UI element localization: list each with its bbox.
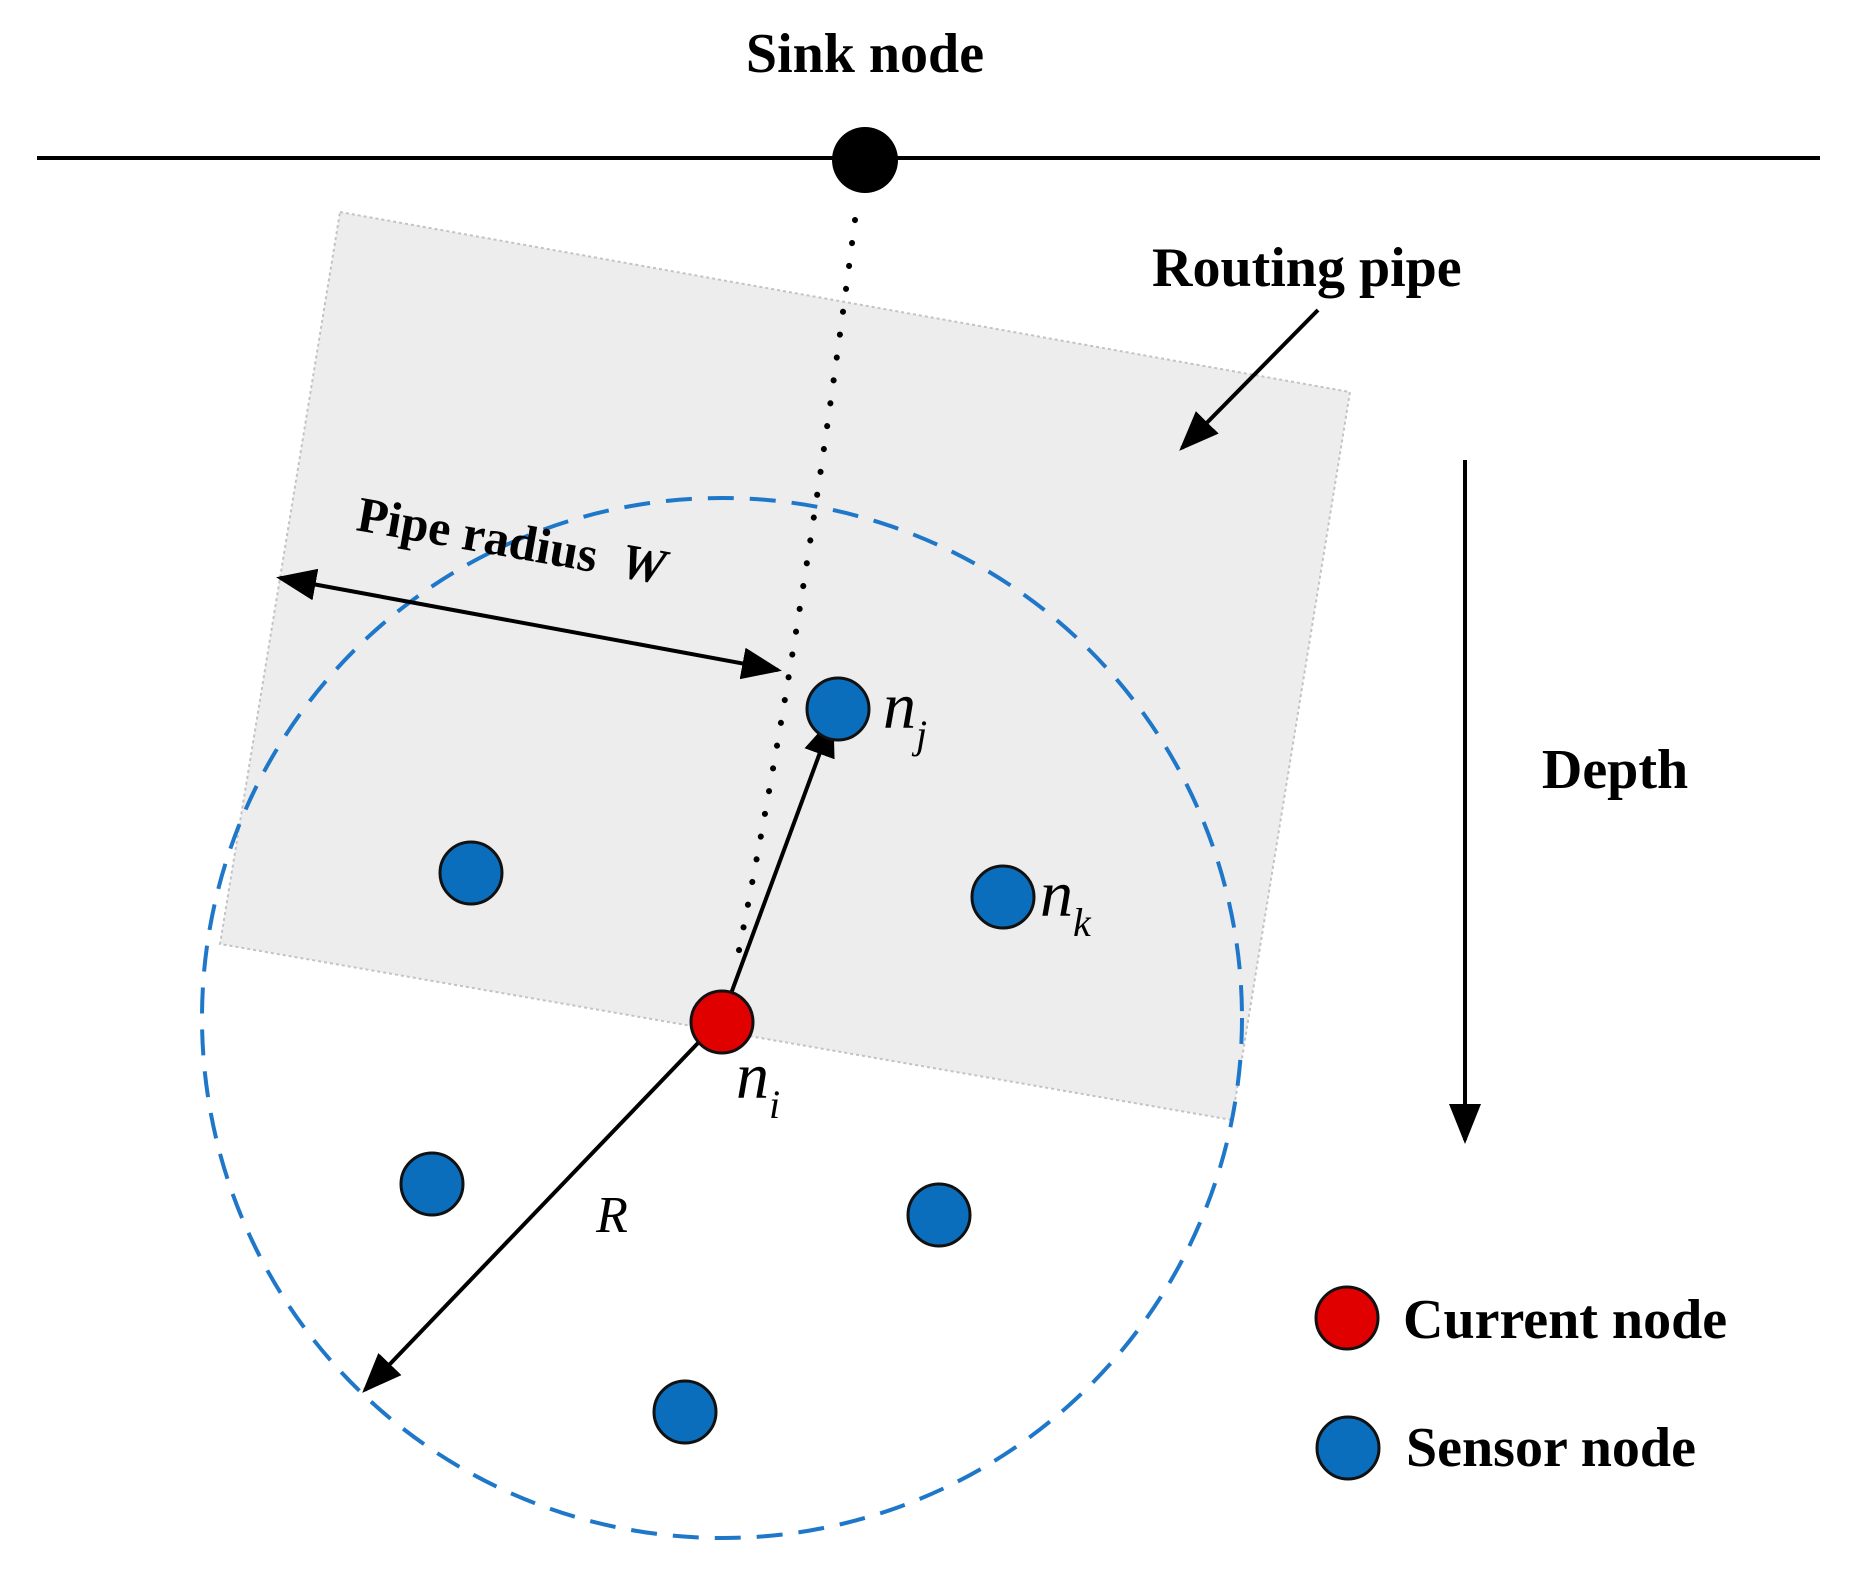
sensor-node xyxy=(652,1379,718,1445)
sensor-node-nk xyxy=(970,864,1036,930)
depth-label: Depth xyxy=(1542,739,1688,801)
current-node-ni xyxy=(689,989,755,1055)
node-label-nk-base: n xyxy=(1040,858,1073,931)
routing-pipe-label: Routing pipe xyxy=(1152,237,1462,299)
routing-pipe-arrow xyxy=(1179,308,1320,451)
range-radius-label: R xyxy=(595,1187,628,1244)
sensor-node xyxy=(438,840,504,906)
routing-pipe-region xyxy=(218,210,1352,1122)
link-ni-to-nj xyxy=(720,716,835,1019)
sensor-node xyxy=(906,1182,972,1248)
legend-sensor-node-marker xyxy=(1315,1415,1381,1481)
pipe-radius-arrow xyxy=(276,568,782,680)
communication-range-circle xyxy=(200,496,1244,1540)
sink-node-label: Sink node xyxy=(746,23,984,85)
legend-current-node-marker xyxy=(1314,1285,1380,1351)
node-label-nj-sub: j xyxy=(911,712,927,757)
node-label-nj: nj xyxy=(883,670,927,757)
node-label-ni-base: n xyxy=(736,1040,769,1113)
sink-node xyxy=(832,127,898,193)
legend-current-node-label: Current node xyxy=(1403,1289,1727,1351)
node-label-nk-sub: k xyxy=(1073,900,1092,945)
legend: Current node Sensor node xyxy=(1314,1285,1727,1481)
node-label-nj-base: n xyxy=(883,670,916,743)
node-label-ni: ni xyxy=(736,1040,780,1127)
sensor-node-nj xyxy=(805,676,871,742)
range-radius-arrow xyxy=(362,1016,724,1393)
node-label-ni-sub: i xyxy=(769,1082,780,1127)
node-label-nk: nk xyxy=(1040,858,1092,945)
legend-sensor-node-label: Sensor node xyxy=(1406,1417,1696,1479)
sensor-node xyxy=(399,1151,465,1217)
